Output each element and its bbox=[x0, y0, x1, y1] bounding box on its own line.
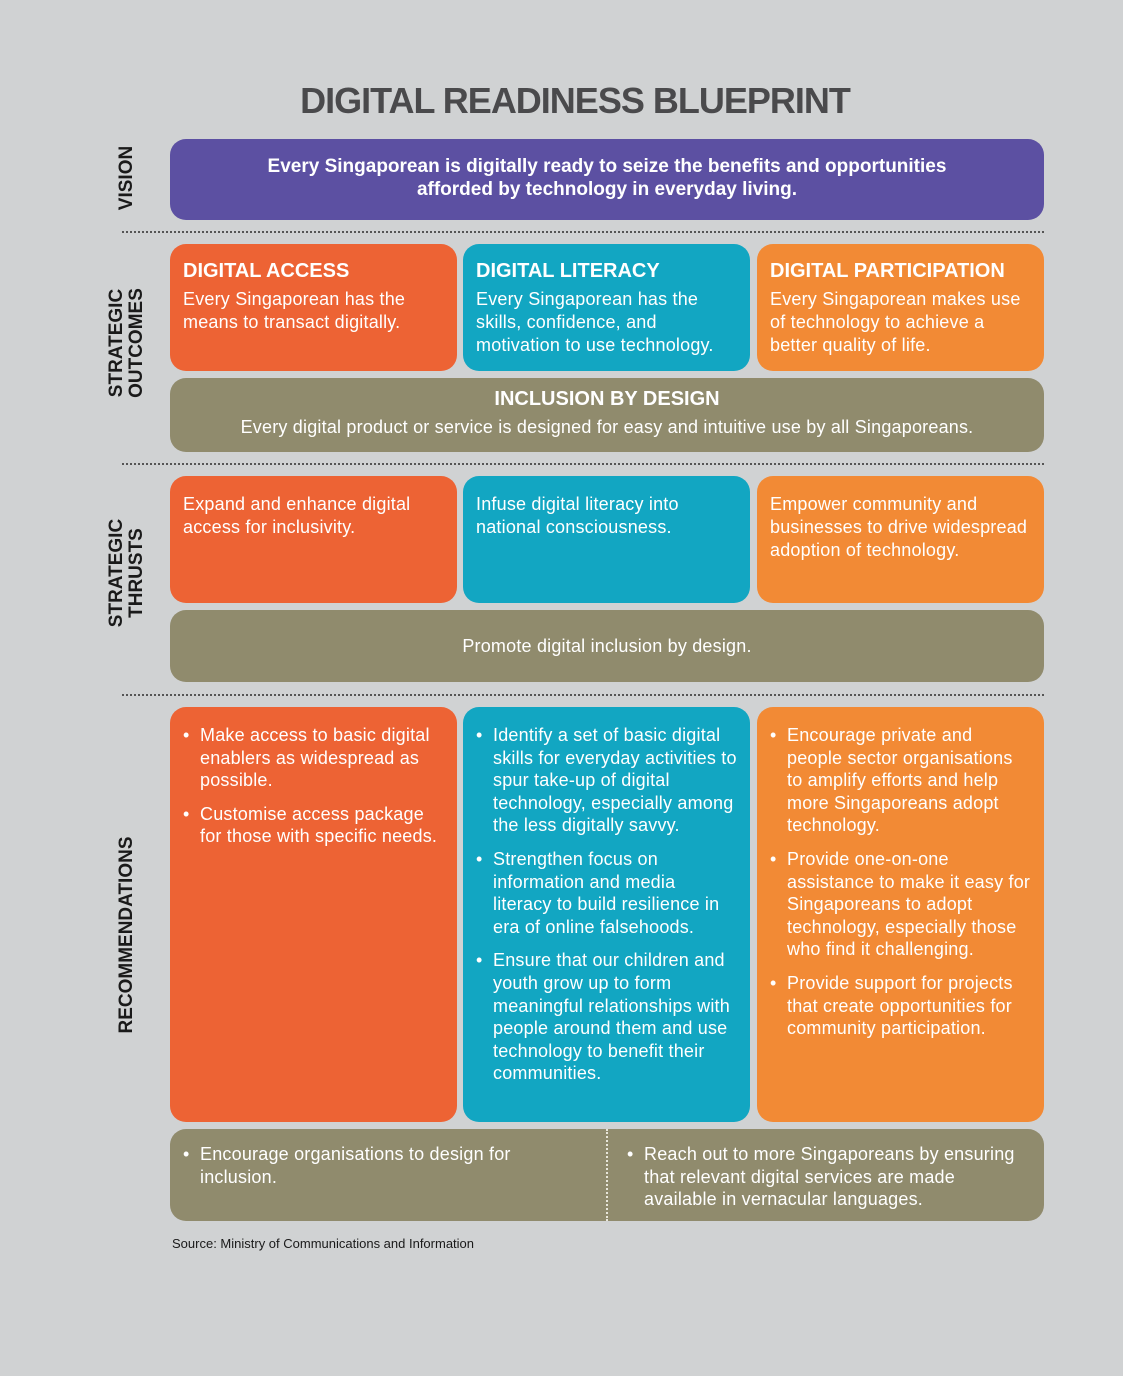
outcome-title: DIGITAL PARTICIPATION bbox=[770, 260, 1005, 282]
outcome-text: Every Singaporean makes use of technolog… bbox=[770, 289, 1021, 355]
outcome-title: DIGITAL ACCESS bbox=[183, 260, 350, 282]
thrust-text: Infuse digital literacy into national co… bbox=[476, 494, 679, 537]
list-item: Encourage organisations to design for in… bbox=[183, 1143, 588, 1188]
side-label-line: THRUSTS bbox=[126, 528, 147, 618]
vision-line: afforded by technology in everyday livin… bbox=[416, 179, 798, 200]
source-note: Source: Ministry of Communications and I… bbox=[172, 1236, 475, 1251]
side-label-strategic-outcomes: STRATEGIC OUTCOMES bbox=[106, 288, 147, 398]
side-label-recommendations: RECOMMENDATIONS bbox=[116, 836, 137, 1034]
thrust-text: Promote digital inclusion by design. bbox=[462, 636, 752, 656]
side-label-vision: VISION bbox=[116, 145, 137, 211]
outcome-text: Every Singaporean has the means to trans… bbox=[183, 289, 406, 332]
recommendations-literacy: Identify a set of basic digital skills f… bbox=[463, 707, 750, 1122]
outcome-inclusion-by-design: INCLUSION BY DESIGN Every digital produc… bbox=[170, 378, 1044, 452]
side-label-line: STRATEGIC bbox=[106, 288, 127, 398]
outcome-title: DIGITAL LITERACY bbox=[476, 260, 660, 282]
list-item: Identify a set of basic digital skills f… bbox=[476, 724, 737, 837]
list-item: Make access to basic digital enablers as… bbox=[183, 724, 444, 792]
outcome-text: Every Singaporean has the skills, confid… bbox=[476, 289, 714, 355]
section-divider bbox=[122, 694, 1044, 696]
side-label-line: STRATEGIC bbox=[106, 518, 127, 628]
thrust-inclusion: Promote digital inclusion by design. bbox=[170, 610, 1044, 682]
list-item: Strengthen focus on information and medi… bbox=[476, 848, 737, 938]
thrust-text: Empower community and businesses to driv… bbox=[770, 494, 1028, 560]
page-title: DIGITAL READINESS BLUEPRINT bbox=[300, 80, 851, 121]
outcome-digital-access: DIGITAL ACCESS Every Singaporean has the… bbox=[170, 244, 457, 371]
vision-box: Every Singaporean is digitally ready to … bbox=[170, 139, 1044, 220]
thrust-text: Expand and enhance digital access for in… bbox=[183, 494, 411, 537]
recommendations-access: Make access to basic digital enablers as… bbox=[170, 707, 457, 1122]
recommendations-participation: Encourage private and people sector orga… bbox=[757, 707, 1044, 1122]
outcome-digital-participation: DIGITAL PARTICIPATION Every Singaporean … bbox=[757, 244, 1044, 371]
vision-line: Every Singaporean is digitally ready to … bbox=[267, 156, 947, 177]
recommendations-inclusion: Encourage organisations to design for in… bbox=[170, 1129, 1044, 1221]
inclusion-text: Every digital product or service is desi… bbox=[240, 417, 974, 437]
list-item: Ensure that our children and youth grow … bbox=[476, 949, 737, 1085]
section-divider bbox=[122, 463, 1044, 465]
list-item: Provide one-on-one assistance to make it… bbox=[770, 848, 1031, 961]
side-label-line: OUTCOMES bbox=[126, 288, 147, 398]
column-divider bbox=[606, 1129, 608, 1221]
list-item: Encourage private and people sector orga… bbox=[770, 724, 1031, 837]
side-label-strategic-thrusts: STRATEGIC THRUSTS bbox=[106, 518, 147, 628]
thrust-participation: Empower community and businesses to driv… bbox=[757, 476, 1044, 603]
section-divider bbox=[122, 231, 1044, 233]
thrust-literacy: Infuse digital literacy into national co… bbox=[463, 476, 750, 603]
list-item: Provide support for projects that create… bbox=[770, 972, 1031, 1040]
thrust-access: Expand and enhance digital access for in… bbox=[170, 476, 457, 603]
list-item: Reach out to more Singaporeans by ensuri… bbox=[627, 1143, 1032, 1211]
inclusion-title: INCLUSION BY DESIGN bbox=[494, 388, 720, 410]
outcome-digital-literacy: DIGITAL LITERACY Every Singaporean has t… bbox=[463, 244, 750, 371]
list-item: Customise access package for those with … bbox=[183, 803, 444, 848]
